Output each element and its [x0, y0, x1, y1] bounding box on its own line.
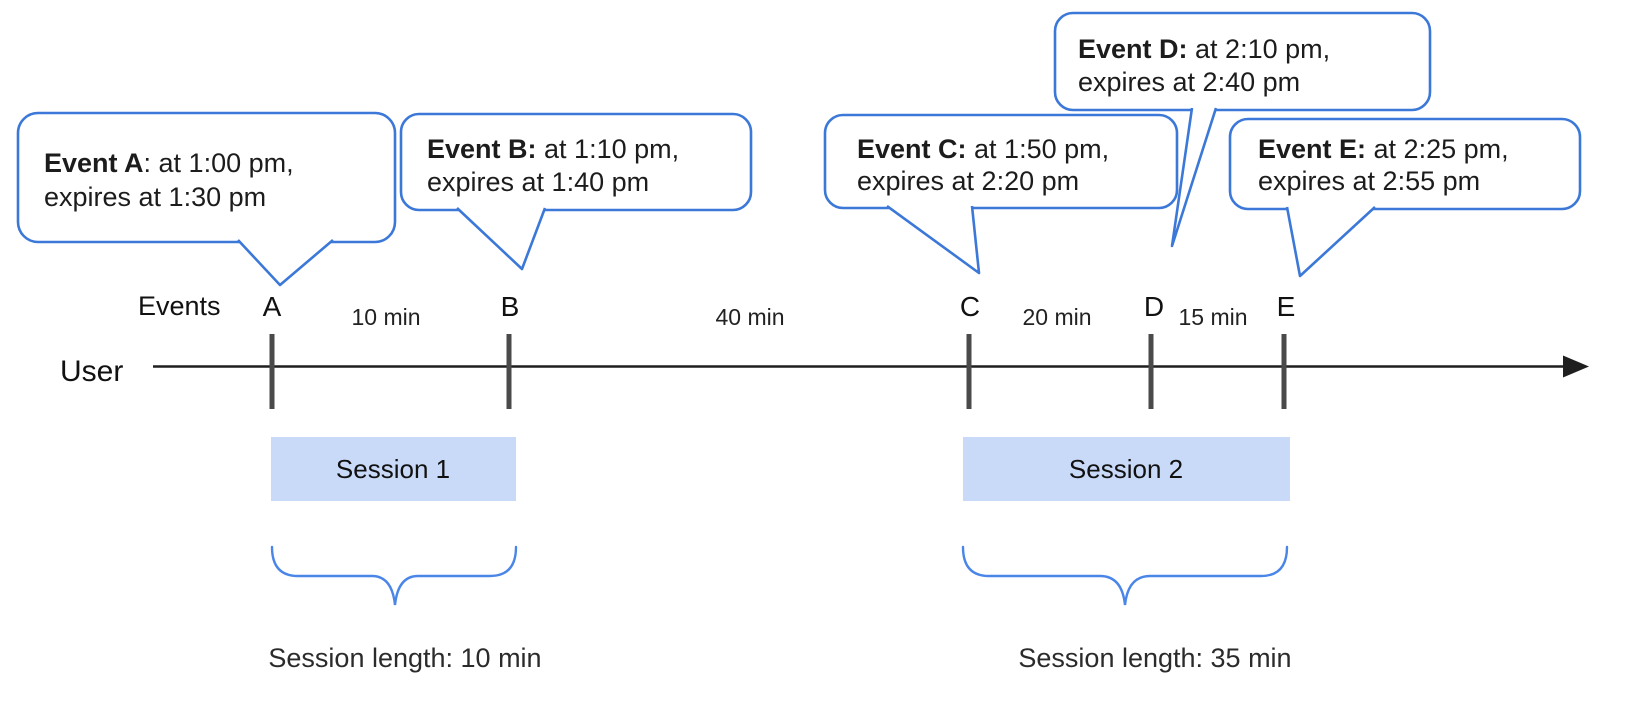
event-b-bubble-tail: [456, 207, 547, 271]
session-2-label: Session 2: [1069, 454, 1183, 484]
interval-label-c-d: 20 min: [1022, 304, 1091, 330]
session-2-box: [963, 437, 1290, 501]
event-e-bubble-tail: [1285, 206, 1376, 278]
event-d-label: D: [1144, 291, 1164, 322]
event-a-bubble-line2: expires at 1:30 pm: [44, 182, 266, 212]
event-bubble-b: Event B: at 1:10 pm, expires at 1:40 pm: [399, 112, 753, 271]
event-c-bubble-box: [823, 113, 1179, 210]
timeline-axis: User Events A B C D E 10 min 40 min 20 m…: [60, 291, 1589, 409]
event-b-bubble-line2: expires at 1:40 pm: [427, 167, 649, 197]
event-c-label: C: [960, 291, 980, 322]
event-e-bubble-line2: expires at 2:55 pm: [1258, 166, 1480, 196]
event-bubble-e: Event E: at 2:25 pm, expires at 2:55 pm: [1228, 117, 1582, 278]
session-1-brace: [270, 545, 518, 606]
interval-label-a-b: 10 min: [351, 304, 420, 330]
event-a-label: A: [263, 291, 282, 322]
session-1-label: Session 1: [336, 454, 450, 484]
interval-label-d-e: 15 min: [1178, 304, 1247, 330]
event-b-bubble-box: [399, 112, 753, 212]
event-d-bubble-line1: Event D: at 2:10 pm,: [1078, 34, 1330, 64]
event-a-bubble-line1: Event A: at 1:00 pm,: [44, 148, 294, 178]
event-d-bubble-box: [1053, 11, 1432, 112]
session-2-length-label: Session length: 35 min: [1018, 643, 1291, 673]
session-2-brace: [961, 545, 1289, 606]
event-bubble-a: Event A: at 1:00 pm, expires at 1:30 pm: [16, 111, 397, 287]
events-axis-label: Events: [138, 291, 221, 321]
event-b-bubble-line1: Event B: at 1:10 pm,: [427, 134, 679, 164]
user-label: User: [60, 355, 123, 388]
session-2: Session 2 Session length: 35 min: [961, 437, 1292, 673]
event-c-bubble-line2: expires at 2:20 pm: [857, 166, 1079, 196]
event-a-bubble-box: [16, 111, 397, 244]
event-d-bubble-line2: expires at 2:40 pm: [1078, 67, 1300, 97]
event-a-bubble-tail: [237, 239, 334, 287]
event-e-bubble-box: [1228, 117, 1582, 211]
event-e-label: E: [1277, 291, 1296, 322]
session-1-length-label: Session length: 10 min: [268, 643, 541, 673]
interval-label-b-c: 40 min: [715, 304, 784, 330]
timeline-arrowhead: [1563, 355, 1589, 378]
event-bubble-d: Event D: at 2:10 pm, expires at 2:40 pm: [1053, 11, 1432, 248]
event-c-bubble-line1: Event C: at 1:50 pm,: [857, 134, 1109, 164]
event-bubble-c: Event C: at 1:50 pm, expires at 2:20 pm: [823, 113, 1179, 275]
session-1-box: [271, 437, 516, 501]
event-c-bubble-tail: [886, 204, 981, 275]
session-1: Session 1 Session length: 10 min: [268, 437, 542, 673]
event-b-label: B: [501, 291, 520, 322]
event-e-bubble-line1: Event E: at 2:25 pm,: [1258, 134, 1509, 164]
event-d-bubble-tail: [1170, 107, 1218, 248]
